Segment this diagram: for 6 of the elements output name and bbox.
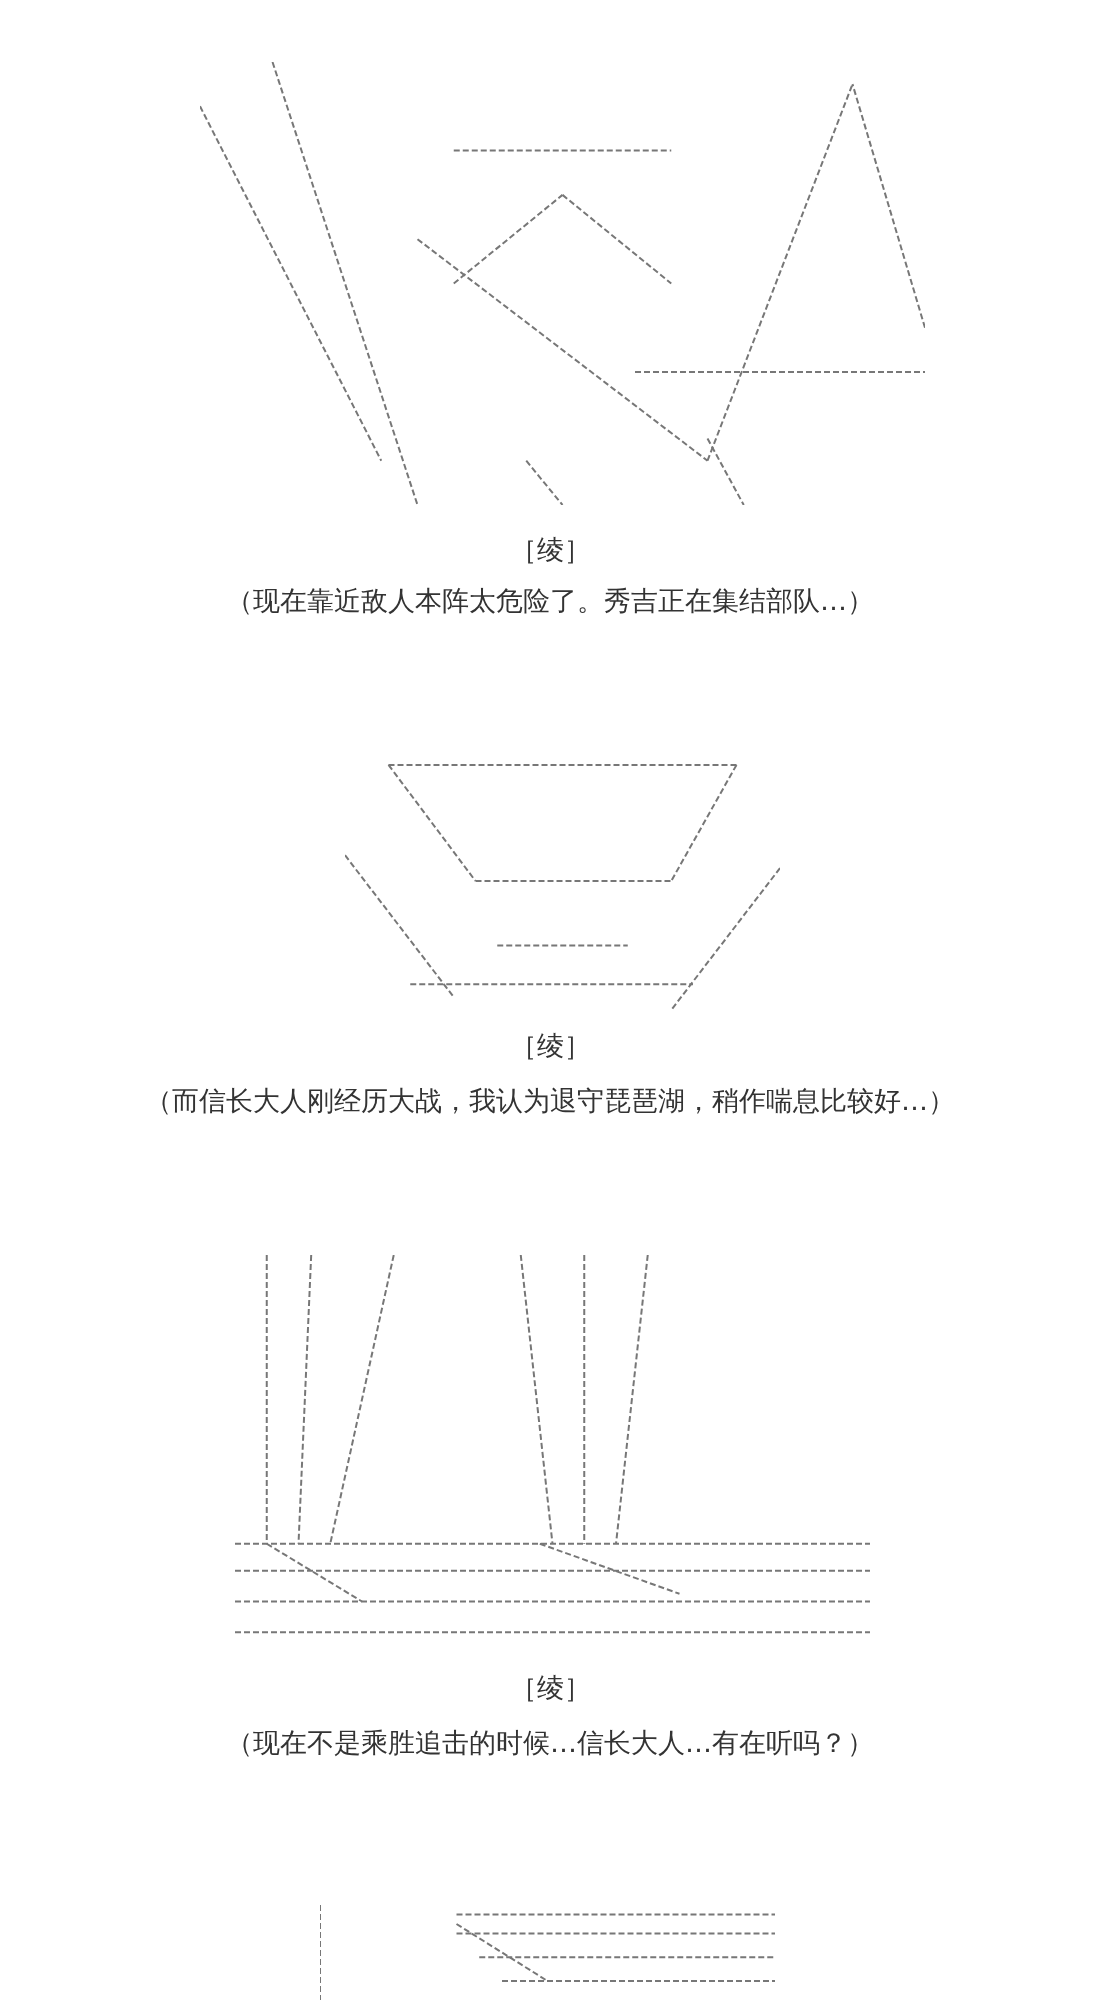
- dialogue-text: （现在不是乘胜追击的时候…信长大人…有在听吗？）: [225, 1726, 875, 1760]
- speaker-label: ［绫］: [508, 533, 592, 567]
- dialogue-text: （而信长大人刚经历大战，我认为退守琵琶湖，稍作喘息比较好…）: [144, 1084, 956, 1118]
- dialogue-text: （现在靠近敌人本阵太危险了。秀吉正在集结部队…）: [225, 584, 875, 618]
- speaker-label: ［绫］: [508, 1029, 592, 1063]
- speaker-label: ［绫］: [508, 1671, 592, 1705]
